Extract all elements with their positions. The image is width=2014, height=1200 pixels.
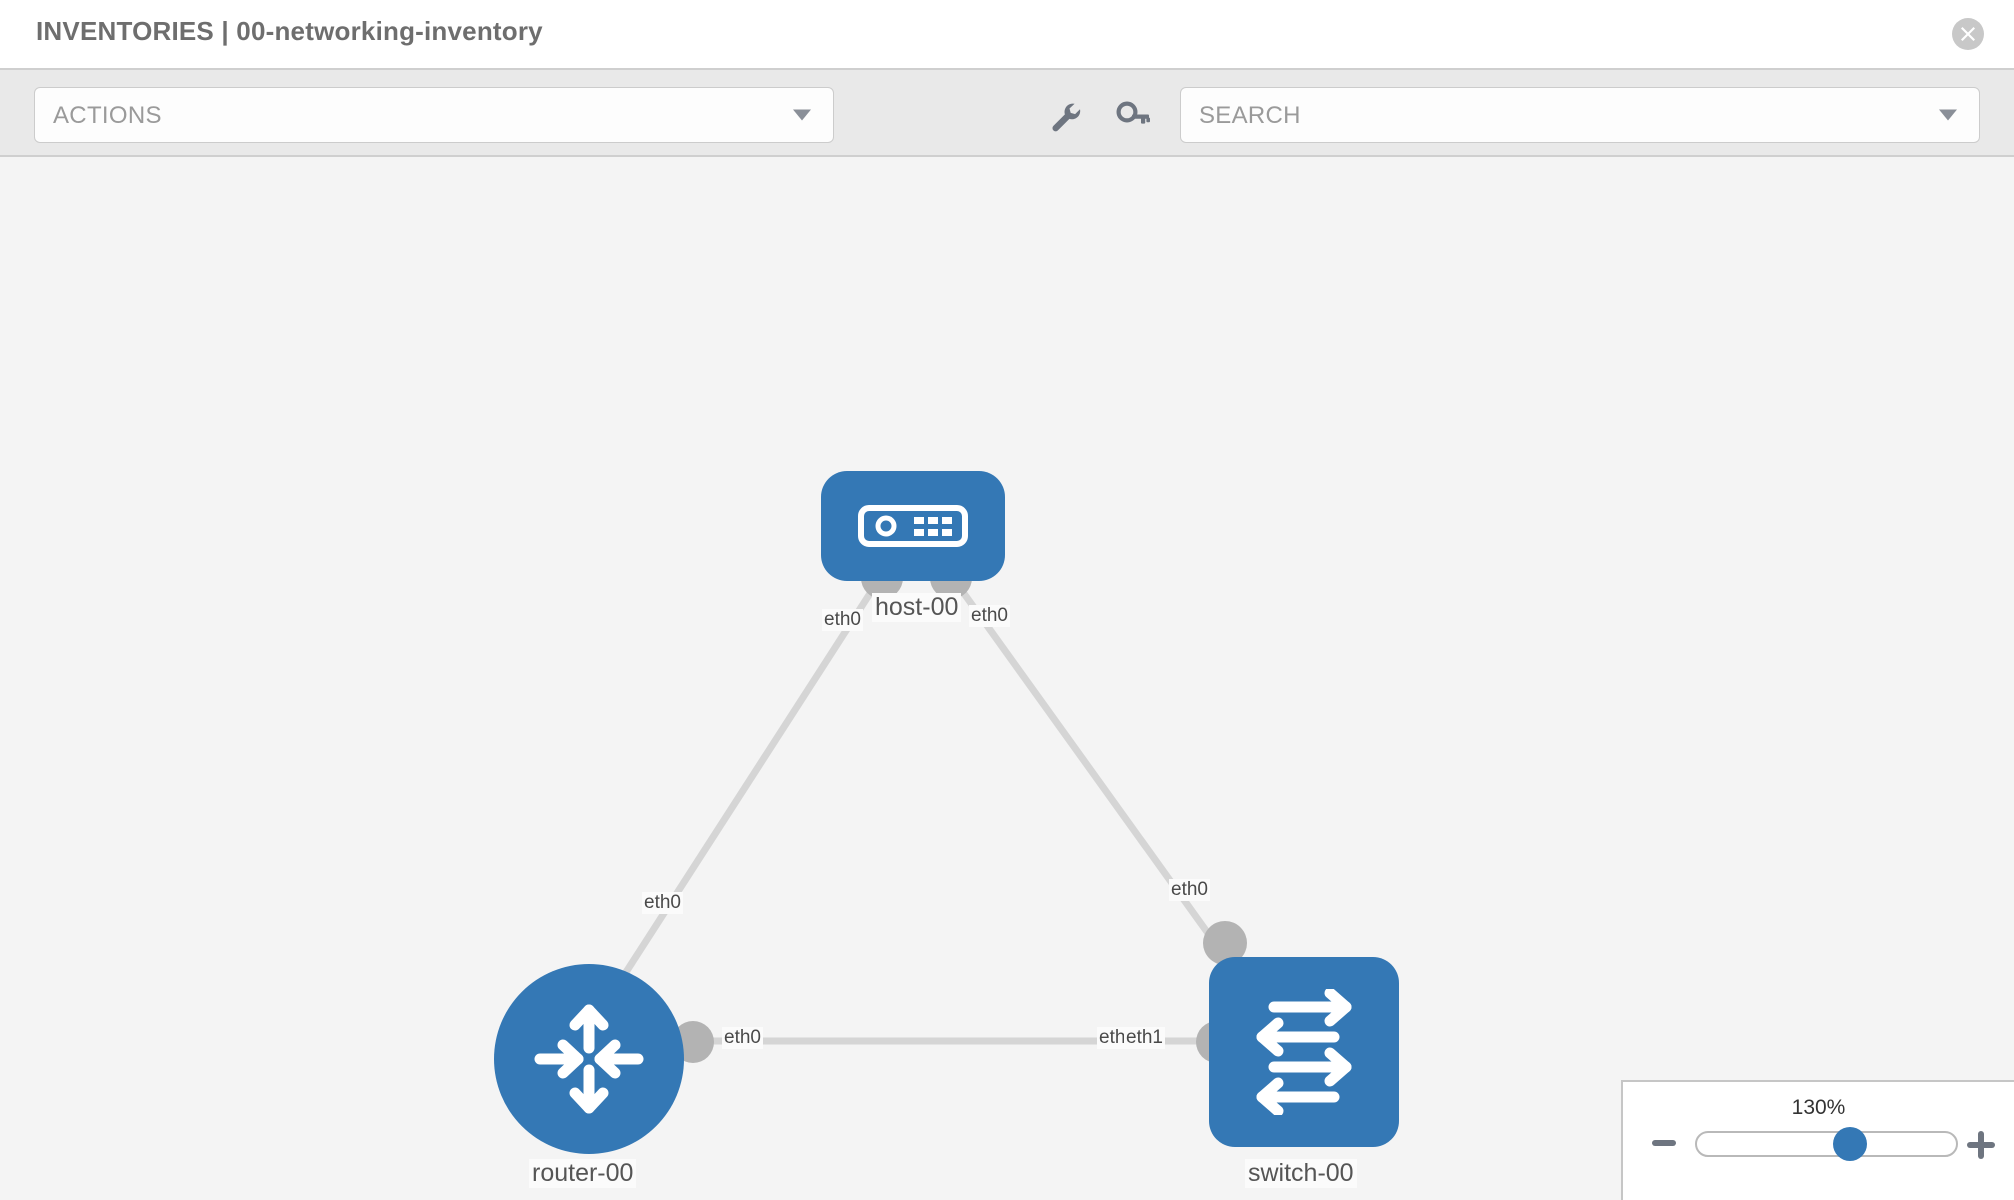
page-header: INVENTORIES | 00-networking-inventory bbox=[0, 0, 2014, 68]
zoom-control-panel: 130% bbox=[1621, 1080, 2014, 1200]
chevron-down-icon[interactable] bbox=[1939, 109, 1957, 121]
node-label: router-00 bbox=[529, 1159, 637, 1188]
edge-label: eth0 bbox=[969, 605, 1010, 627]
zoom-in-button[interactable] bbox=[1966, 1130, 1996, 1165]
router-icon[interactable] bbox=[494, 964, 684, 1154]
actions-dropdown-label: ACTIONS bbox=[53, 102, 162, 129]
topology-canvas[interactable]: host-00 router-00 bbox=[0, 157, 2014, 1200]
search-placeholder: SEARCH bbox=[1199, 102, 1301, 129]
edge-label: eth1 bbox=[1124, 1027, 1165, 1049]
switch-icon[interactable] bbox=[1209, 957, 1399, 1147]
search-input[interactable]: SEARCH bbox=[1180, 87, 1980, 143]
edge-label: eth0 bbox=[822, 609, 863, 631]
edge-label: eth0 bbox=[642, 892, 683, 914]
edge-label: eth0 bbox=[722, 1027, 763, 1049]
zoom-level-value: 130% bbox=[1791, 1096, 1846, 1119]
toolbar: ACTIONS SEARCH bbox=[0, 68, 2014, 157]
topology-edges bbox=[607, 578, 1228, 1045]
wrench-icon[interactable] bbox=[1045, 96, 1085, 136]
node-label: switch-00 bbox=[1245, 1159, 1357, 1188]
zoom-out-button[interactable] bbox=[1651, 1130, 1677, 1161]
close-icon[interactable] bbox=[1952, 18, 1984, 50]
key-icon[interactable] bbox=[1113, 96, 1153, 136]
page-title: INVENTORIES | 00-networking-inventory bbox=[36, 16, 543, 46]
node-label: host-00 bbox=[872, 593, 962, 622]
zoom-slider-thumb[interactable] bbox=[1832, 1127, 1867, 1161]
actions-dropdown[interactable]: ACTIONS bbox=[34, 87, 834, 143]
edge-label: eth0 bbox=[1169, 879, 1210, 901]
zoom-slider-track[interactable] bbox=[1695, 1127, 1958, 1161]
chevron-down-icon bbox=[793, 109, 811, 121]
host-icon[interactable] bbox=[821, 471, 1005, 581]
